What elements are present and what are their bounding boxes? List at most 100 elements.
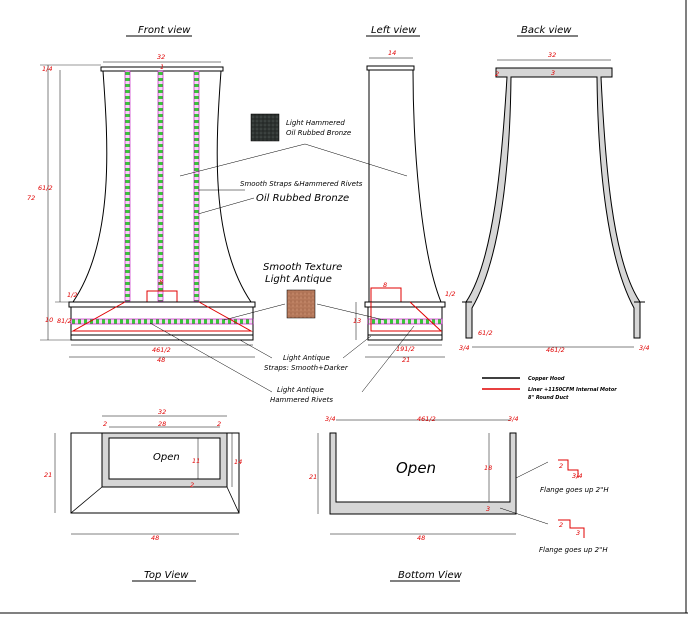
texture-leader-left (223, 303, 286, 321)
top-open-h-dim: 11 (192, 457, 200, 465)
flange-profile-2 (558, 519, 585, 538)
flange-profile-1 (558, 459, 579, 478)
antique-straps-label-2: Straps: Smooth+Darker (264, 364, 349, 372)
finish-label-2: Oil Rubbed Bronze (286, 129, 351, 137)
bottom-tray (329, 432, 517, 515)
front-base-inner-dim: 461/2 (152, 346, 171, 354)
top-open-label: Open (153, 452, 180, 463)
bottom-view: Open 461/2 3/4 3/4 21 18 3 48 2 3/4 Flan… (309, 415, 609, 554)
texture-leader-right (316, 303, 385, 321)
bottom-base-dim: 48 (417, 534, 425, 542)
front-base-dim: 48 (157, 356, 165, 364)
finish-leader-left (179, 143, 306, 177)
left-view: 14 8 1/2 13 191/2 21 (353, 49, 455, 364)
antique-rivets-label-1: Light Antique (277, 386, 324, 394)
flange-a2-dim: 3/4 (572, 472, 582, 480)
bottom-open-h-dim: 18 (484, 464, 492, 472)
bottom-base-thk-dim: 3 (486, 505, 490, 513)
antique-rivets-label-2: Hammered Rivets (270, 396, 333, 404)
legend-liner-label-2: 8" Round Duct (528, 395, 569, 401)
legend-liner-label-1: Liner +1150CFM Internal Motor (528, 387, 617, 393)
finish-label-1: Light Hammered (286, 119, 345, 127)
front-lower-small-dim: 1/2 (67, 291, 77, 299)
front-band-bottom (70, 334, 254, 341)
top-view: Open 32 28 2 2 11 2 14 21 48 (44, 408, 242, 542)
back-base-inner-dim: 461/2 (546, 346, 565, 354)
left-top-rim (366, 65, 415, 71)
back-low-left-dim: 3/4 (459, 344, 469, 352)
bottom-left-thk-dim: 3/4 (325, 415, 335, 423)
left-band-top (364, 301, 446, 308)
top-bevel-left (70, 486, 103, 514)
left-band-dim: 13 (353, 317, 361, 325)
back-top-thick-dim: 3 (551, 69, 555, 77)
top-view-title: Top View (144, 570, 189, 581)
left-base-dim: 21 (402, 356, 410, 364)
front-view: 32 1 1/4 61/2 72 8 1/2 10 81/2 461/2 48 (27, 53, 256, 364)
front-top-dim: 32 (157, 53, 165, 61)
front-height-main-dim: 61/2 (38, 184, 53, 192)
front-band-strap (70, 318, 254, 325)
front-strap-1 (124, 70, 131, 302)
bottom-depth-dim: 21 (309, 473, 317, 481)
front-height-total-dim: 72 (27, 194, 35, 202)
front-liner (71, 301, 253, 332)
finish-leader-right (304, 143, 408, 177)
legend-copper-label: Copper Hood (528, 376, 565, 382)
flange-a1-dim: 2 (559, 462, 563, 470)
bottom-open-label: Open (396, 459, 436, 477)
back-top-dim: 32 (548, 51, 556, 59)
bronze-finish-swatch (250, 113, 280, 142)
back-low-inner-dim: 61/2 (478, 329, 493, 337)
top-front-dim: 2 (190, 481, 194, 489)
flange-label-1: Flange goes up 2"H (540, 486, 609, 494)
back-low-right-dim: 3/4 (639, 344, 649, 352)
flange-leader-1 (515, 461, 549, 479)
bottom-view-title: Bottom View (398, 570, 463, 581)
top-side-h-dim: 14 (234, 458, 242, 466)
back-view-title: Back view (521, 25, 572, 36)
back-hood-frame (465, 67, 641, 339)
left-lower-small-dim: 1/2 (445, 290, 455, 298)
front-top-small-dim: 1 (160, 63, 164, 71)
left-base-inner-dim: 191/2 (396, 345, 415, 353)
front-band-dim: 10 (45, 316, 53, 324)
flange-b2-dim: 3 (576, 529, 580, 537)
left-view-title: Left view (371, 25, 417, 36)
texture-label-2: Light Antique (265, 274, 332, 285)
top-width-dim: 32 (158, 408, 166, 416)
bottom-inner-dim: 461/2 (417, 415, 436, 423)
top-side-r-dim: 2 (217, 420, 221, 428)
left-top-dim: 14 (388, 49, 396, 57)
left-hood-body (368, 69, 442, 303)
legend: Copper Hood Liner +1150CFM Internal Moto… (482, 376, 617, 401)
top-outer-outline (70, 432, 240, 514)
straps-label-1: Smooth Straps &Hammered Rivets (240, 180, 363, 188)
top-base-dim: 48 (151, 534, 159, 542)
front-strap-3 (193, 70, 200, 302)
front-height-top-dim: 1/4 (42, 65, 52, 73)
top-side-l-dim: 2 (103, 420, 107, 428)
copper-finish-swatch (286, 289, 316, 319)
antique-rivets-leader-left (149, 322, 273, 393)
flange-leader-2 (499, 507, 549, 525)
top-depth-dim: 21 (44, 471, 52, 479)
top-bevel-right (226, 486, 240, 514)
front-band-inner-dim: 81/2 (57, 317, 72, 325)
texture-label-1: Smooth Texture (263, 262, 342, 273)
left-band-strap (367, 318, 443, 325)
straps-leader-2 (197, 197, 255, 215)
antique-straps-label-1: Light Antique (283, 354, 330, 362)
antique-straps-leader-left (239, 339, 273, 359)
front-collar-dim: 8 (159, 278, 163, 286)
front-strap-2 (157, 70, 164, 302)
front-view-title: Front view (138, 25, 191, 36)
flange-b1-dim: 2 (559, 521, 563, 529)
top-inner-dim: 28 (158, 420, 166, 428)
flange-label-2: Flange goes up 2"H (539, 546, 608, 554)
left-liner (370, 301, 443, 332)
back-side-dim: 2 (495, 70, 499, 78)
left-collar-dim: 8 (383, 281, 387, 289)
antique-rivets-leader-right (361, 325, 415, 393)
